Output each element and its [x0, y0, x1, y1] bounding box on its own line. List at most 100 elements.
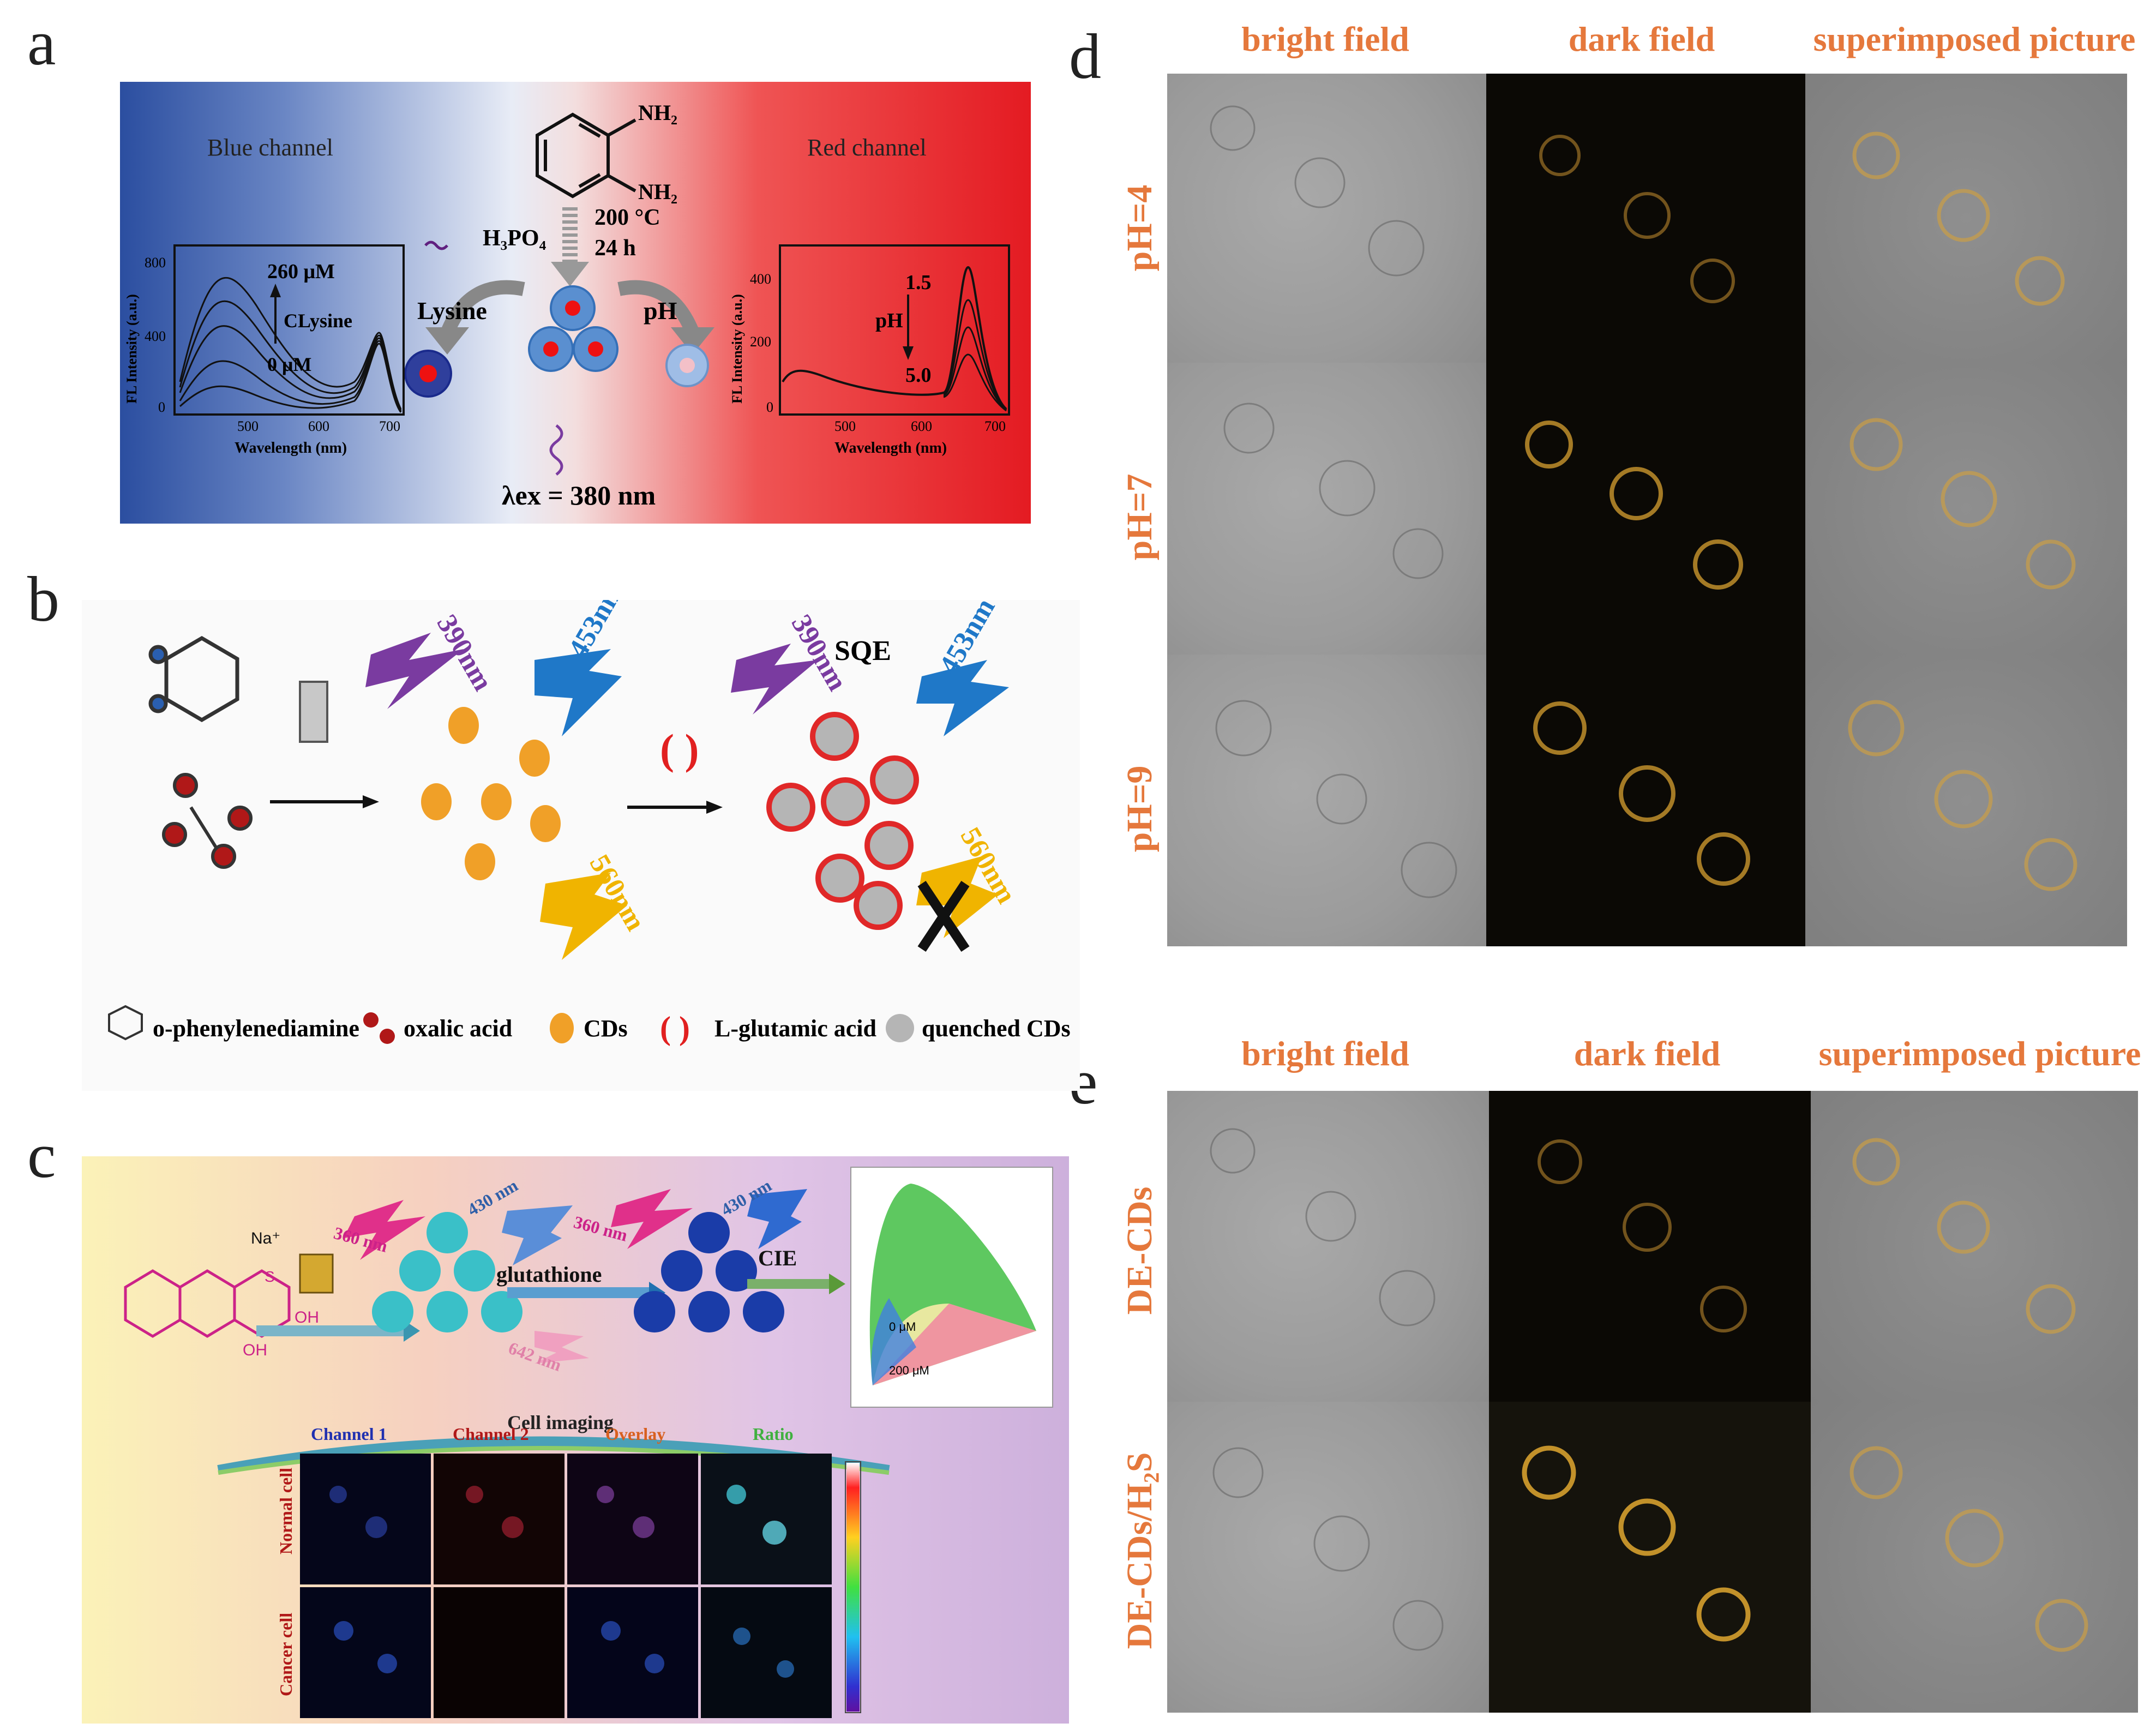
- panel-b-legend: o-phenylenediamine oxalic acid CDs ( ) L…: [108, 1005, 1071, 1046]
- ph-arrow: [617, 280, 700, 336]
- svg-text:Normal cell: Normal cell: [276, 1468, 296, 1554]
- svg-text:700: 700: [379, 418, 400, 434]
- sqe-label: SQE: [834, 635, 891, 667]
- e-col-bright: bright field: [1241, 1034, 1409, 1073]
- svg-text:FL Intensity (a.u.): FL Intensity (a.u.): [729, 294, 745, 404]
- d-col-bright: bright field: [1241, 20, 1409, 58]
- cie-label: CIE: [758, 1246, 797, 1270]
- svg-text:quenched CDs: quenched CDs: [922, 1015, 1071, 1042]
- nh2-top: NH₂: [638, 100, 677, 125]
- panel-a-schematic: Blue channel Red channel NH₂ NH₂ H₃PO₄ 2…: [124, 100, 1010, 511]
- nh2-bottom: NH₂: [638, 179, 677, 204]
- svg-text:o-phenylenediamine: o-phenylenediamine: [153, 1015, 359, 1042]
- svg-text:500: 500: [834, 418, 856, 434]
- svg-text:0 μM: 0 μM: [267, 353, 311, 375]
- cell-image-grid: [300, 1454, 861, 1718]
- panel-b-figure: 390nm 453nm 560nm ( ) 390nm SQE 453nm 56…: [82, 577, 1080, 1091]
- svg-text:200 μM: 200 μM: [889, 1364, 929, 1377]
- d-super-ph7: [1805, 363, 2127, 655]
- blue-channel-label: Blue channel: [207, 134, 333, 161]
- panel-e-cells: [1210, 1128, 2088, 1652]
- ph-label: pH: [644, 297, 677, 325]
- lysine-arrow: [440, 280, 525, 336]
- svg-text:500: 500: [237, 418, 259, 434]
- bolt-453a: [535, 649, 622, 736]
- d-super-ph9: [1805, 655, 2127, 946]
- svg-text:600: 600: [308, 418, 329, 434]
- panel-a-figure: Blue channel Red channel NH₂ NH₂ H₃PO₄ 2…: [120, 82, 1031, 524]
- svg-text:OH: OH: [295, 1308, 319, 1326]
- temp-label: 200 °C: [594, 205, 660, 230]
- svg-text:400: 400: [145, 328, 166, 344]
- svg-text:0: 0: [158, 399, 165, 415]
- d-col-superimposed: superimposed picture: [1813, 20, 2136, 58]
- o-phenylenediamine-structure: [536, 112, 636, 199]
- quenched-cds: [766, 712, 919, 930]
- svg-text:Cancer cell: Cancer cell: [276, 1613, 296, 1696]
- e-dark-decds: [1489, 1091, 1811, 1402]
- panel-e-grid: [1167, 1091, 2138, 1713]
- svg-text:390nm: 390nm: [431, 610, 499, 697]
- panel-label-d: d: [1069, 21, 1101, 92]
- e-col-superimposed: superimposed picture: [1818, 1034, 2141, 1073]
- acid-label: H₃PO₄: [483, 226, 546, 251]
- autoclave-icon: [299, 681, 328, 743]
- svg-text:FL Intensity (a.u.): FL Intensity (a.u.): [124, 294, 140, 404]
- svg-text:400: 400: [750, 271, 771, 287]
- svg-text:5.0: 5.0: [905, 364, 932, 387]
- svg-text:Channel 2: Channel 2: [453, 1424, 529, 1444]
- svg-text:Wavelength (nm): Wavelength (nm): [834, 440, 947, 457]
- panel-label-c: c: [27, 1120, 56, 1191]
- cds-cluster: [528, 285, 618, 372]
- svg-text:L-glutamic acid: L-glutamic acid: [714, 1015, 876, 1042]
- lysine-label: Lysine: [417, 297, 487, 325]
- e-bright-h2s: [1167, 1402, 1489, 1713]
- svg-text:oxalic acid: oxalic acid: [404, 1015, 512, 1042]
- d-dark-ph7: [1486, 363, 1805, 655]
- panel-c-figure: S OH OH Na⁺ 360 nm 430 nm 642 nm glutath…: [82, 1156, 1069, 1724]
- d-bright-ph4: [1167, 74, 1486, 363]
- svg-text:CDs: CDs: [584, 1015, 628, 1042]
- e-row-decds: DE-CDs: [1120, 1186, 1160, 1315]
- time-label: 24 h: [594, 236, 636, 261]
- d-super-ph4: [1805, 74, 2127, 363]
- d-row-ph9: pH=9: [1120, 765, 1160, 853]
- excitation-label: λex = 380 nm: [502, 480, 656, 511]
- chart-left: 260 μM CLysine 0 μM 0 400 800 500 600 70…: [124, 244, 405, 457]
- oxalic-molecule: [162, 773, 253, 869]
- panel-label-a: a: [27, 7, 56, 79]
- cell-imaging-label: Cell imaging: [507, 1412, 614, 1433]
- e-col-dark: dark field: [1574, 1034, 1721, 1073]
- e-super-h2s: [1811, 1402, 2138, 1713]
- reaction-arrow-down: [551, 207, 589, 286]
- svg-text:0: 0: [766, 399, 773, 415]
- ratio-colorbar: [846, 1463, 860, 1712]
- svg-text:Na⁺: Na⁺: [251, 1229, 280, 1247]
- panel-b-schematic: 390nm 453nm 560nm ( ) 390nm SQE 453nm 56…: [108, 577, 1071, 1046]
- svg-text:CLysine: CLysine: [284, 310, 352, 332]
- svg-text:OH: OH: [243, 1341, 267, 1359]
- svg-text:Wavelength (nm): Wavelength (nm): [235, 440, 347, 457]
- svg-text:Ratio: Ratio: [753, 1424, 794, 1444]
- svg-text:260 μM: 260 μM: [267, 260, 335, 283]
- svg-text:S: S: [265, 1268, 275, 1285]
- red-channel-label: Red channel: [807, 134, 927, 161]
- orange-cds: [421, 707, 561, 880]
- svg-text:0 μM: 0 μM: [889, 1320, 916, 1334]
- panel-label-b: b: [27, 563, 59, 635]
- anthraquinone-molecule: [124, 1269, 291, 1338]
- d-row-ph7: pH=7: [1120, 473, 1160, 561]
- panel-c-schematic: S OH OH Na⁺ 360 nm 430 nm 642 nm glutath…: [124, 1167, 1053, 1718]
- e-dark-h2s: [1489, 1402, 1811, 1713]
- d-bright-ph7: [1167, 363, 1486, 655]
- cyan-cds-cluster: [372, 1212, 523, 1332]
- svg-text:200: 200: [750, 334, 771, 350]
- e-row-decds-h2s: DE-CDs/H₂S: [1120, 1452, 1160, 1649]
- bolt-560a: [540, 873, 627, 960]
- svg-text:Channel 1: Channel 1: [311, 1424, 387, 1444]
- panel-d-cells: [1210, 105, 2077, 898]
- chart-right: 1.5 pH 5.0 0 200 400 500 600 700 Wavelen…: [729, 244, 1010, 457]
- glu-symbol: ( ): [660, 725, 699, 773]
- blue-cds-cluster: [634, 1212, 784, 1332]
- svg-text:700: 700: [984, 418, 1006, 434]
